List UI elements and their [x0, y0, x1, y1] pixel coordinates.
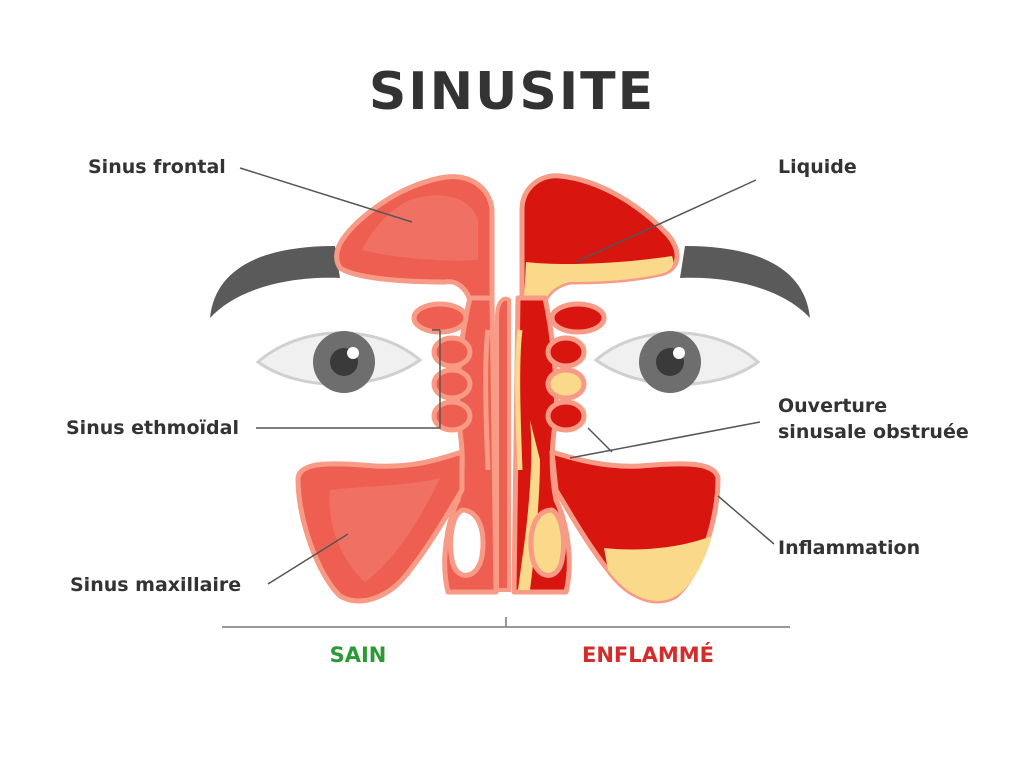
right-ethmoid-cell [549, 301, 607, 335]
right-ethmoid-cell [545, 399, 587, 433]
leader-ouverture-2 [587, 427, 613, 453]
leader-sinus-ethmoidal [256, 329, 441, 429]
footer-inflamed: ENFLAMMÉ [581, 643, 715, 667]
page-title: SINUSITE [368, 62, 656, 122]
label-ouverture-line1: Ouverture [778, 395, 888, 417]
leader-ouverture [569, 421, 761, 459]
left-lower-turbinate [447, 507, 486, 578]
label-liquide: Liquide [778, 156, 857, 178]
left-ethmoid-cell [411, 301, 469, 335]
leader-inflammation [717, 495, 775, 545]
leader-sinus-frontal [239, 167, 413, 223]
label-ouverture-line2: sinusale obstruée [778, 421, 969, 443]
label-inflammation: Inflammation [778, 537, 921, 559]
left-eyebrow [210, 246, 340, 318]
label-sinus-maxillaire: Sinus maxillaire [70, 574, 242, 596]
left-ethmoid-cell [431, 399, 473, 433]
label-sinus-frontal: Sinus frontal [88, 156, 226, 178]
right-frontal-fluid [524, 256, 674, 300]
left-eye [255, 331, 423, 393]
footer-healthy: SAIN [329, 643, 387, 667]
right-lower-turbinate [528, 507, 567, 578]
leader-liquide [575, 179, 757, 263]
inflamed-sinus-side [511, 173, 721, 604]
right-eyebrow [680, 246, 810, 318]
right-eye [593, 331, 761, 393]
right-ethmoid-cell [545, 367, 587, 401]
right-maxillary-fluid [604, 536, 712, 601]
right-ethmoid-cell [545, 335, 587, 369]
left-ethmoid-cell [431, 367, 473, 401]
nasal-septum [495, 296, 511, 592]
leader-sinus-maxillaire [267, 533, 349, 585]
label-sinus-ethmoidal: Sinus ethmoïdal [66, 417, 239, 439]
leader-lines [239, 167, 775, 585]
left-ethmoid-cell [431, 335, 473, 369]
